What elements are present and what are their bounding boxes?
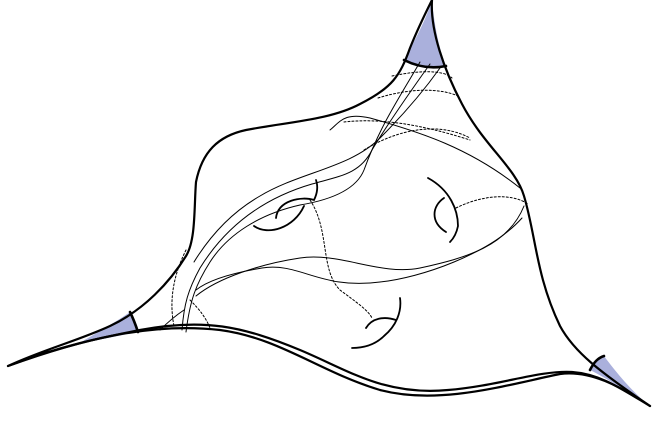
handle-2 <box>428 178 458 242</box>
surface-outline <box>8 0 650 406</box>
bottom-edge <box>8 328 650 406</box>
cusp-right <box>590 356 650 406</box>
dotted-6 <box>456 197 528 208</box>
curve-6 <box>196 218 522 290</box>
cusp-top <box>404 0 446 67</box>
handle-2-outer <box>428 178 458 242</box>
curve-2 <box>182 64 430 330</box>
curve-3 <box>330 116 520 188</box>
dotted-5 <box>310 200 372 318</box>
handle-2-inner <box>435 198 447 232</box>
handle-3 <box>352 298 400 348</box>
cusp-cuts <box>130 60 604 370</box>
handle-1-upper <box>276 180 317 218</box>
dotted-1 <box>344 121 470 140</box>
curve-1 <box>186 62 420 332</box>
handle-3-upper <box>366 318 396 328</box>
handle-3-lower <box>352 298 400 348</box>
cusp-regions <box>78 0 650 406</box>
curve-4 <box>194 68 440 262</box>
dotted-curves <box>172 72 528 328</box>
curve-5 <box>196 206 524 296</box>
